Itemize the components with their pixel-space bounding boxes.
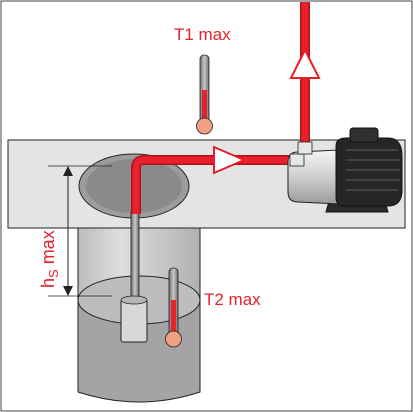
- triangle-arrow-icon: [289, 47, 321, 79]
- thermometer-2-bulb: [165, 330, 182, 348]
- pump-motor: [335, 137, 403, 207]
- thermometer-2-mercury: [171, 300, 176, 338]
- foot-valve: [120, 299, 148, 343]
- hs-dimension: [48, 165, 112, 297]
- suction-pipe-fill: [132, 156, 300, 214]
- pump-inlet: [289, 153, 305, 167]
- hs-label-tail: max: [38, 230, 58, 269]
- thermometer-icon: [196, 54, 213, 135]
- hs-arrow-top: [63, 166, 73, 176]
- triangle-arrow-icon: [213, 145, 247, 175]
- pump-outlet: [297, 141, 313, 155]
- t1-label: T1 max: [174, 25, 231, 44]
- motor-ribs: [346, 149, 400, 191]
- thermometer-1-bulb: [196, 117, 213, 135]
- thermometer-1-mercury: [202, 90, 207, 126]
- thermometer-icon: [165, 267, 182, 348]
- hs-label-main: h: [38, 278, 58, 288]
- motor-terminal-box: [349, 127, 379, 143]
- hs-arrow-bottom: [63, 286, 73, 296]
- pump-icon: [287, 127, 403, 213]
- foot-valve-top: [120, 295, 148, 305]
- hs-label-sub: S: [46, 269, 61, 278]
- hs-label: hS max: [38, 230, 61, 288]
- suction-pipe-red: [131, 155, 300, 214]
- t2-label: T2 max: [204, 290, 261, 309]
- suction-pipe-gray: [130, 211, 140, 309]
